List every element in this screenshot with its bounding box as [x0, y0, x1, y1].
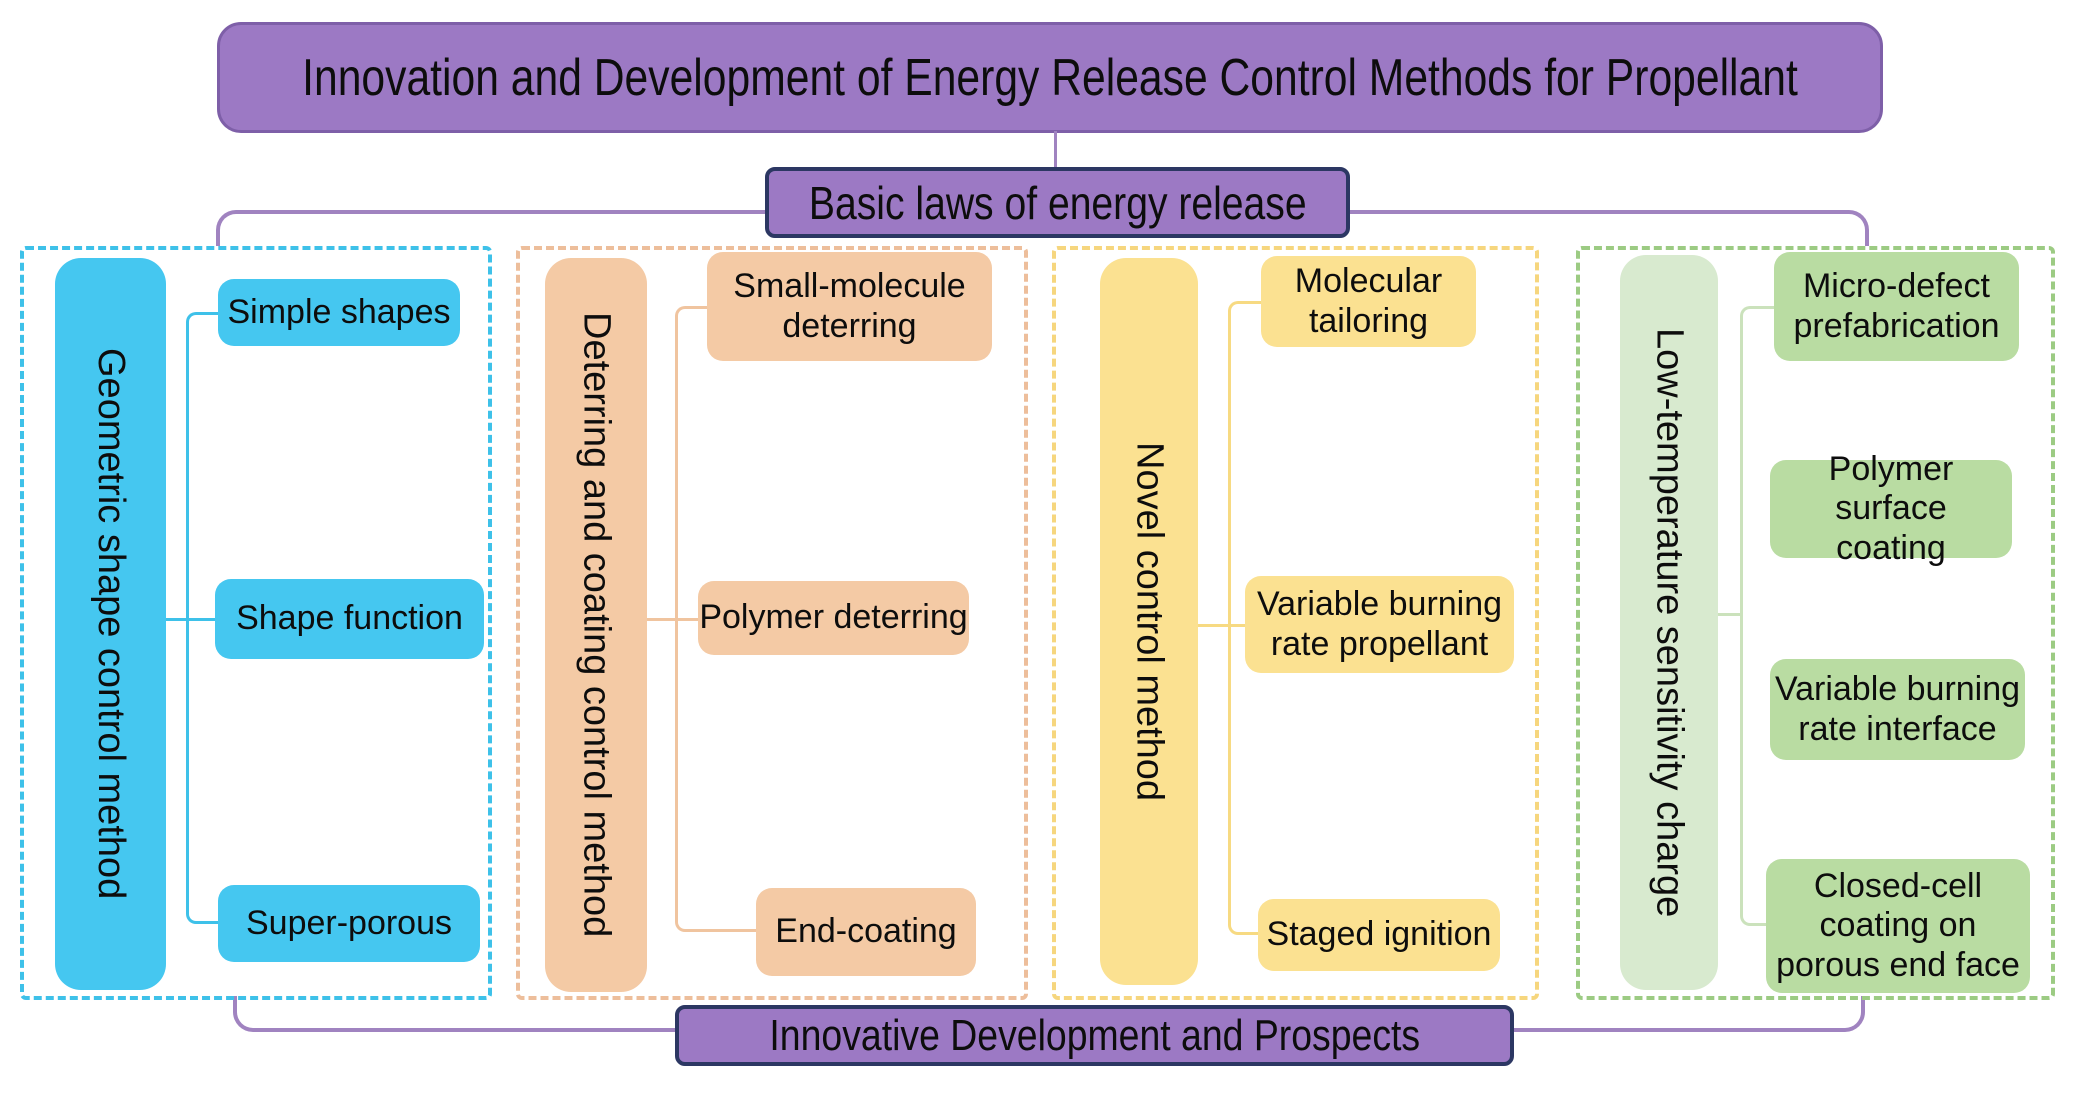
title-text: Innovation and Development of Energy Rel…: [302, 48, 1798, 107]
connector-title-to-basic-laws: [1054, 131, 1057, 169]
column-low-temperature: Low-temperature sensitivity charge Micro…: [1576, 246, 2055, 1000]
item-simple-shapes: Simple shapes: [218, 279, 460, 346]
item-polymer-surface-coating: Polymer surface coating: [1770, 450, 2012, 567]
column-geometric-shape-header: Geometric shape control method: [55, 258, 166, 990]
col3-feeder-connector: [1198, 624, 1250, 627]
item-molecular-tailoring: Molecular tailoring: [1261, 256, 1476, 347]
item-end-coating: End-coating: [756, 888, 976, 976]
column-low-temperature-header: Low-temperature sensitivity charge: [1620, 255, 1718, 990]
item-super-porous: Super-porous: [218, 885, 480, 962]
col1-feeder-connector: [166, 618, 230, 621]
column-deterring-coating: Deterring and coating control method Sma…: [516, 246, 1028, 1000]
innovative-development-node: Innovative Development and Prospects: [675, 1005, 1514, 1066]
basic-laws-text: Basic laws of energy release: [808, 176, 1307, 229]
col4-trunk-connector: [1740, 306, 1786, 926]
col3-trunk-connector: [1228, 301, 1270, 935]
item-shape-function: Shape function: [215, 579, 484, 659]
item-small-molecule-deterring: Small-molecule deterring: [707, 252, 992, 361]
item-variable-burning-rate-interface: Variable burning rate interface: [1770, 659, 2025, 760]
column-deterring-coating-header: Deterring and coating control method: [545, 258, 647, 992]
column-novel-control: Novel control method Molecular tailoring…: [1052, 246, 1539, 1000]
item-micro-defect-prefabrication: Micro-defect prefabrication: [1774, 252, 2019, 361]
column-geometric-shape: Geometric shape control method Simple sh…: [20, 246, 492, 1000]
col4-feeder-connector: [1718, 613, 1743, 616]
col2-feeder-connector: [647, 618, 710, 621]
basic-laws-node: Basic laws of energy release: [765, 167, 1350, 238]
item-variable-burning-rate-propellant: Variable burning rate propellant: [1245, 576, 1514, 673]
title-node: Innovation and Development of Energy Rel…: [217, 22, 1883, 133]
item-polymer-deterring: Polymer deterring: [698, 581, 969, 655]
innovative-development-text: Innovative Development and Prospects: [769, 1010, 1420, 1060]
item-closed-cell-coating: Closed-cell coating on porous end face: [1766, 859, 2030, 993]
item-staged-ignition: Staged ignition: [1258, 899, 1500, 971]
column-novel-control-header: Novel control method: [1100, 258, 1198, 985]
